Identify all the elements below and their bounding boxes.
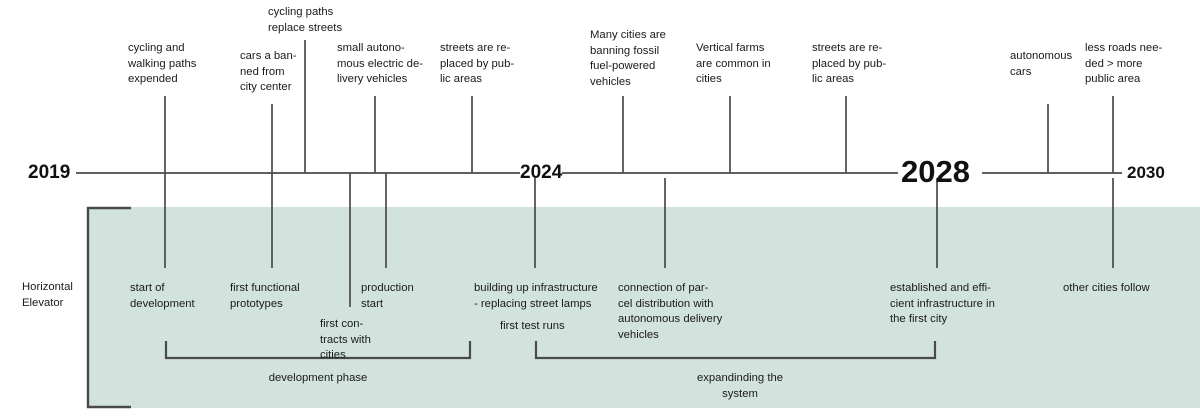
event-label-above-6: Many cities are banning fossil fuel-powe…: [590, 29, 666, 88]
event-label-below-9: other cities follow: [1063, 282, 1150, 294]
year-label-2028: 2028: [901, 154, 970, 189]
event-label-below-1: start of development: [130, 282, 195, 310]
event-label-above-3: cycling paths replace streets: [268, 6, 343, 34]
event-label-below-7: connection of par- cel distribution with…: [618, 282, 723, 341]
event-label-above-4: small autono- mous electric de- livery v…: [337, 42, 424, 86]
event-label-above-9: autonomous cars: [1010, 50, 1073, 78]
event-label-below-4: production start: [361, 282, 414, 310]
band-side-label: Horizontal Elevator: [22, 281, 73, 309]
year-label-2019: 2019: [28, 162, 71, 183]
event-label-below-3: first con- tracts with cities: [320, 318, 371, 362]
phase-label-development: development phase: [268, 372, 368, 384]
event-label-below-6: first test runs: [500, 320, 565, 332]
year-label-2030: 2030: [1127, 163, 1165, 182]
phase-label-expanding: expandinding the system: [696, 372, 784, 400]
event-label-above-8: streets are re- placed by pub- lic areas: [812, 42, 887, 86]
event-label-below-5: building up infrastructure - replacing s…: [474, 282, 598, 310]
event-label-above-2: cars a ban- ned from city center: [240, 50, 297, 94]
event-label-below-2: first functional prototypes: [230, 282, 300, 310]
event-label-below-8: established and effi- cient infrastructu…: [890, 282, 995, 326]
event-label-above-10: less roads nee- ded > more public area: [1085, 42, 1163, 86]
event-label-above-7: Vertical farms are common in cities: [696, 42, 771, 86]
event-label-above-5: streets are re- placed by pub- lic areas: [440, 42, 515, 86]
year-label-2024: 2024: [520, 162, 563, 183]
event-label-above-1: cycling and walking paths expended: [128, 42, 197, 86]
